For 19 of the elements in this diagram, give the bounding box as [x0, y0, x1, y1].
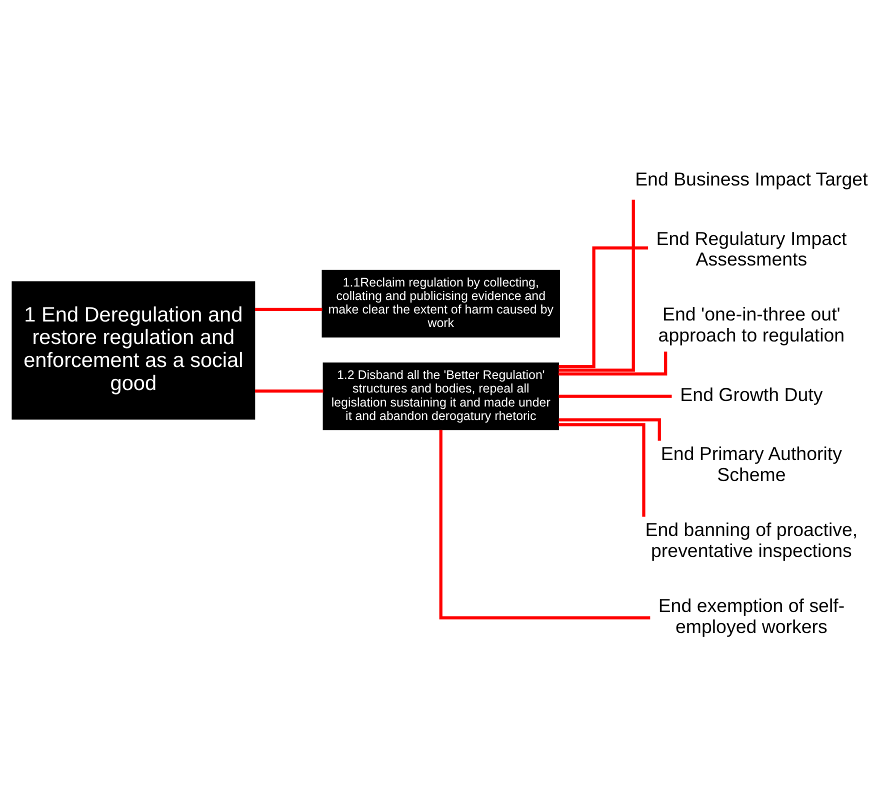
connector	[558, 423, 646, 517]
connector	[558, 418, 661, 441]
node-text: End Growth Duty	[680, 384, 823, 405]
node-box: 1 End Deregulation and restore regulation and enforcement as a social good	[12, 281, 256, 420]
connector	[558, 394, 672, 398]
node-text: End exemption of self-employed workers	[658, 595, 845, 637]
node-text: End Regulatury Impact Assessments	[656, 228, 847, 270]
connector	[254, 390, 324, 393]
connector	[558, 246, 648, 368]
node-text: End banning of proactive, preventative inspections	[645, 519, 858, 561]
node-box: 1.1Reclaim regulation by collecting, collating and publicising evidence and make clear the extent of harm caused by work	[322, 270, 560, 338]
node-text: End Business Impact Target	[635, 168, 868, 190]
node-text: End 'one-in-three out' approach to regulation	[658, 304, 845, 346]
node-text: End Primary Authority Scheme	[660, 443, 842, 485]
node-box: 1.2 Disband all the 'Better Regulation' structures and bodies, repeal all legislation sustaining it and made under it and abandon derogatury rhetoric	[322, 362, 559, 430]
connector	[558, 352, 668, 376]
connector	[558, 200, 635, 372]
connector	[254, 308, 322, 311]
connector	[439, 430, 650, 620]
